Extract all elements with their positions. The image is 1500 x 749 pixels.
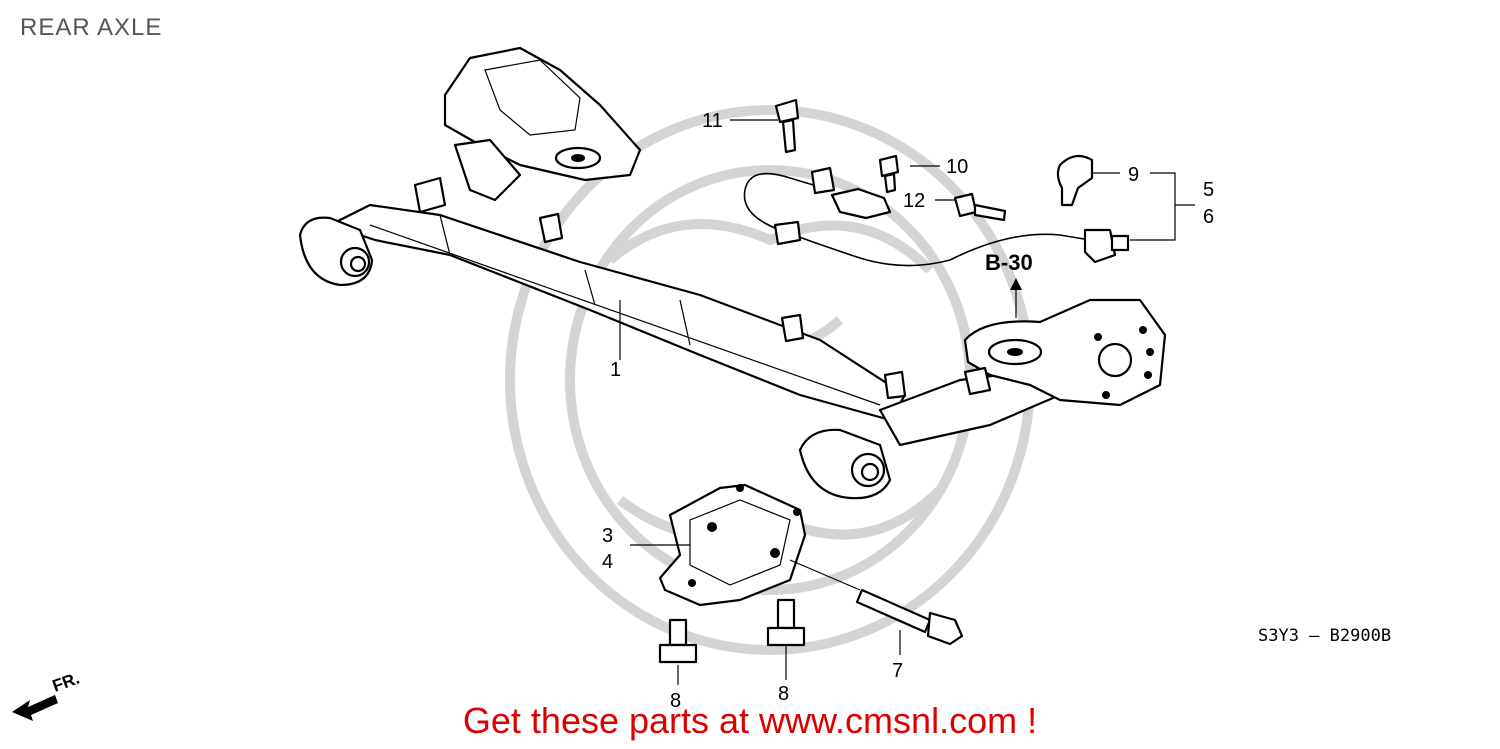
callout-10: 10 xyxy=(946,156,968,178)
diagram-code: S3Y3 — B2900B xyxy=(1258,626,1391,646)
callout-3: 3 xyxy=(602,525,613,547)
callout-8-right: 8 xyxy=(778,683,789,705)
right-hub-carrier xyxy=(963,298,1167,407)
leader-lines xyxy=(619,119,1195,685)
callout-12: 12 xyxy=(903,190,925,212)
mounting-bracket xyxy=(658,483,807,607)
page-title: REAR AXLE xyxy=(20,14,163,41)
direction-label: FR. xyxy=(50,669,82,696)
callout-6: 6 xyxy=(1203,206,1214,228)
callout-9: 9 xyxy=(1128,164,1139,186)
left-hub-carrier xyxy=(413,46,642,214)
callout-11: 11 xyxy=(702,110,723,132)
long-bolt xyxy=(855,588,964,646)
callout-7: 7 xyxy=(892,660,903,682)
callout-4: 4 xyxy=(602,551,613,573)
promo-banner[interactable]: Get these parts at www.cmsnl.com ! xyxy=(462,700,1038,741)
flange-bolts xyxy=(658,598,806,664)
callout-5: 5 xyxy=(1203,179,1214,201)
axle-beam xyxy=(298,203,1062,500)
abs-sensor-harness xyxy=(743,98,1130,267)
reference-label: B-30 xyxy=(985,250,1033,275)
callout-8-left: 8 xyxy=(670,690,681,712)
forward-arrow-icon xyxy=(12,695,58,721)
callout-1: 1 xyxy=(610,359,621,381)
